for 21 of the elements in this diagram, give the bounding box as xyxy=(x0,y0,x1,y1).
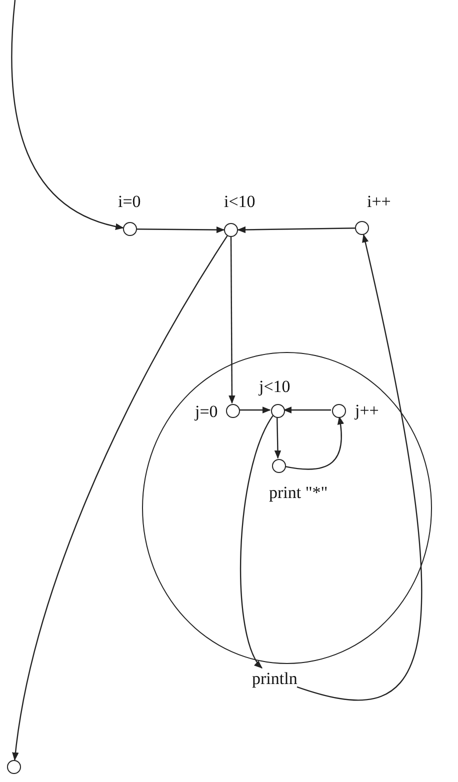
node-label: i=0 xyxy=(118,193,141,211)
arrow xyxy=(137,226,225,234)
arrow xyxy=(11,0,124,230)
arrow xyxy=(284,416,344,470)
node-label: print "*" xyxy=(269,484,328,502)
node-label: i++ xyxy=(367,193,391,211)
arrow xyxy=(274,416,282,459)
arrow xyxy=(240,415,274,669)
node-label: j=0 xyxy=(195,403,218,421)
arrow xyxy=(228,237,236,404)
node-label: j++ xyxy=(355,402,379,420)
node-label: j<10 xyxy=(259,378,290,396)
arrow xyxy=(296,234,422,700)
loop-circle xyxy=(142,352,432,664)
arrow xyxy=(283,406,331,414)
node-label: println xyxy=(252,668,298,690)
arrow xyxy=(237,226,356,234)
arrow xyxy=(12,236,228,761)
arrow xyxy=(239,406,271,414)
node-circle xyxy=(7,760,21,774)
node-label: i<10 xyxy=(224,193,256,211)
